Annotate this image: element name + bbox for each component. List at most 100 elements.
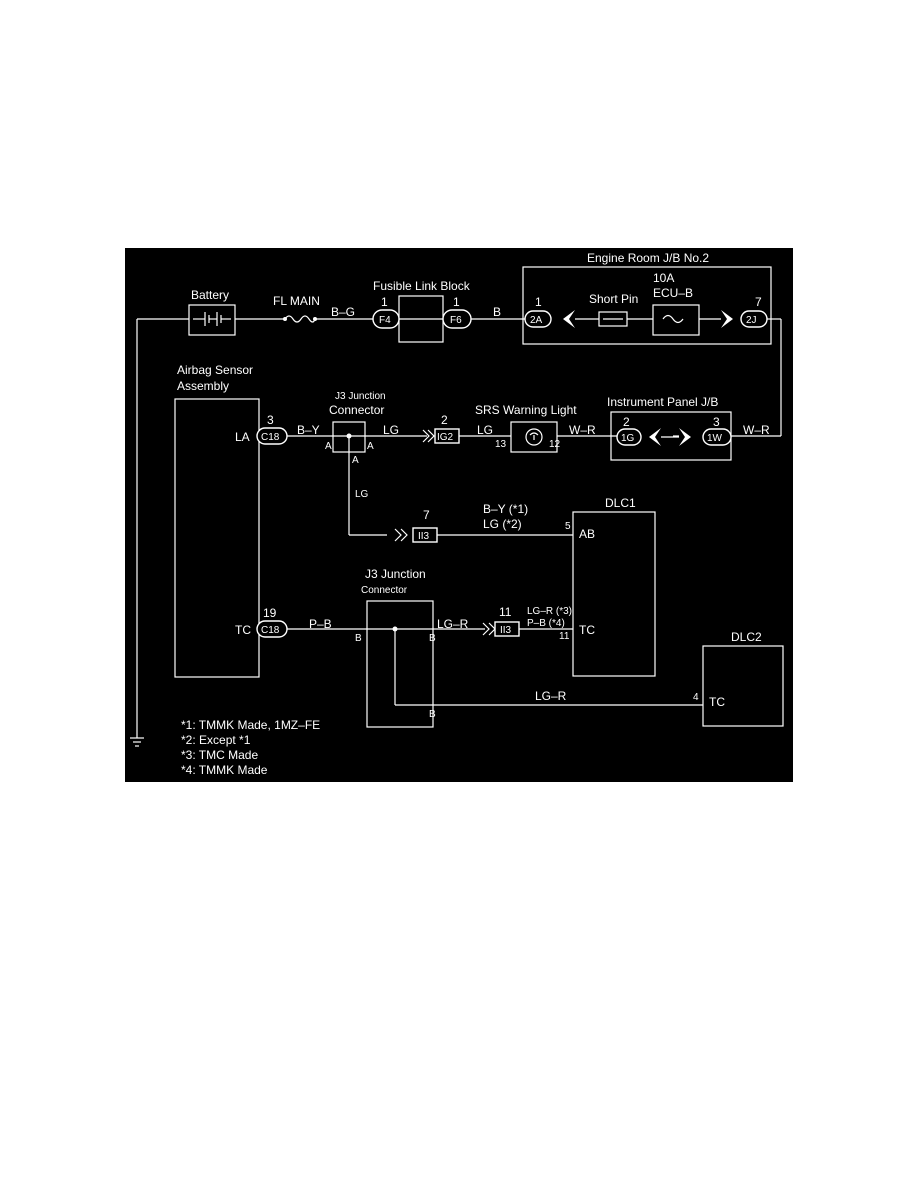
svg-text:C18: C18 [261,625,280,636]
fusible-link-icon [283,315,317,323]
terminal-tc-dlc1: TC [579,623,595,637]
svg-text:1: 1 [381,295,388,309]
instrument-panel-jb-label: Instrument Panel J/B [607,395,718,409]
footnotes: *1: TMMK Made, 1MZ–FE *2: Except *1 *3: … [181,718,320,777]
terminal-tc-dlc2: TC [709,695,725,709]
engine-room-jb-label: Engine Room J/B No.2 [587,251,709,265]
note-3: *3: TMC Made [181,748,258,762]
j3-bottom-label-1: J3 Junction [365,567,426,581]
svg-text:1G: 1G [621,433,635,444]
svg-text:3: 3 [713,415,720,429]
svg-text:19: 19 [263,606,277,620]
connector-c18-top: 3 C18 [256,413,288,445]
wire-lg-j3-out: LG [383,423,399,437]
ecu-b-label: ECU–B [653,286,693,300]
srs-light-box [510,421,558,453]
connector-c18-bottom: 19 C18 [256,606,288,638]
svg-text:2: 2 [441,413,448,427]
svg-text:7: 7 [423,508,430,522]
wires [136,318,782,738]
fusible-link-block-label: Fusible Link Block [373,279,471,293]
svg-text:2: 2 [623,415,630,429]
svg-text:II3: II3 [500,625,512,636]
dlc2-box [702,645,784,727]
fl-main-label: FL MAIN [273,294,320,308]
svg-text:IG2: IG2 [437,432,454,443]
connector-f4: 1 F4 [372,295,400,329]
svg-text:11: 11 [499,605,512,619]
lamp-icon [525,428,543,446]
srs-warning-light-label: SRS Warning Light [475,403,577,417]
airbag-sensor-box [174,398,260,678]
connector-ii3-top: 7 II3 [394,508,438,543]
fuse-icon [652,304,700,336]
dlc1-pin-tc: 11 [559,631,570,642]
dlc1-pin-ab: 5 [565,521,571,532]
connector-arrow-icon [679,428,691,446]
wire-w-r-right: W–R [743,423,770,437]
j3-bottom-label-2: Connector [361,585,408,596]
wire-w-r-mid: W–R [569,423,596,437]
wiring-diagram: Engine Room J/B No.2 10A ECU–B Short Pin… [125,248,793,782]
svg-text:F4: F4 [379,315,391,326]
wire-lg-srs-in: LG [477,423,493,437]
connector-arrow-icon [721,310,733,328]
j3-bottom-box [366,600,434,728]
wire-ab-line2: LG (*2) [483,517,522,531]
svg-text:1: 1 [535,295,542,309]
svg-text:F6: F6 [450,315,462,326]
wire-lg-down: LG [355,489,369,500]
wire-p-b: P–B [309,617,332,631]
battery-icon [193,312,231,326]
connector-ig2: 2 IG2 [422,413,460,444]
wire-b: B [493,305,501,319]
note-1: *1: TMMK Made, 1MZ–FE [181,718,320,732]
svg-text:2A: 2A [530,315,543,326]
j3-bottom-pin-bottom: B [429,709,436,720]
connector-f6: 1 F6 [442,295,472,329]
svg-text:1W: 1W [707,433,723,444]
wire-b-y: B–Y [297,423,320,437]
j3-top-pin-right: A [367,441,374,452]
dlc1-label: DLC1 [605,496,636,510]
note-4: *4: TMMK Made [181,763,268,777]
svg-text:1: 1 [453,295,460,309]
j3-bottom-pin-right: B [429,633,436,644]
engine-room-jb-box [522,266,772,345]
connector-2j: 7 2J [721,295,768,328]
svg-text:7: 7 [755,295,762,309]
terminal-ab: AB [579,527,595,541]
srs-pin-in: 13 [495,439,507,450]
wire-tc-line2: P–B (*4) [527,618,565,629]
ground-icon [130,737,144,747]
battery-box [188,304,236,336]
note-2: *2: Except *1 [181,733,251,747]
battery-label: Battery [191,288,229,302]
svg-text:2J: 2J [746,315,757,326]
airbag-sensor-label-2: Assembly [177,379,229,393]
wire-lg-r-dlc2: LG–R [535,689,567,703]
airbag-sensor-label-1: Airbag Sensor [177,363,253,377]
short-pin-label: Short Pin [589,292,638,306]
fuse-amp-label: 10A [653,271,674,285]
j3-top-label-1: J3 Junction [335,391,386,402]
svg-text:II3: II3 [418,531,430,542]
wire-lg-r-j3: LG–R [437,617,469,631]
dlc1-box [572,511,656,677]
svg-text:3: 3 [267,413,274,427]
terminal-la: LA [235,430,250,444]
wire-b-g: B–G [331,305,355,319]
connector-1w: 3 1W [679,415,732,446]
connector-arrow-icon [563,310,575,328]
terminal-tc-airbag: TC [235,623,251,637]
svg-text:C18: C18 [261,432,280,443]
connector-arrow-icon [649,428,661,446]
wire-tc-line1: LG–R (*3) [527,606,572,617]
connector-ii3-bottom: 11 II3 [482,605,520,637]
j3-top-pin-left: A [325,441,332,452]
connector-2a: 1 2A [524,295,575,328]
connector-1g: 2 1G [616,415,661,446]
dlc2-pin-tc: 4 [693,692,699,703]
wire-ab-line1: B–Y (*1) [483,502,528,516]
j3-top-box [332,421,366,453]
